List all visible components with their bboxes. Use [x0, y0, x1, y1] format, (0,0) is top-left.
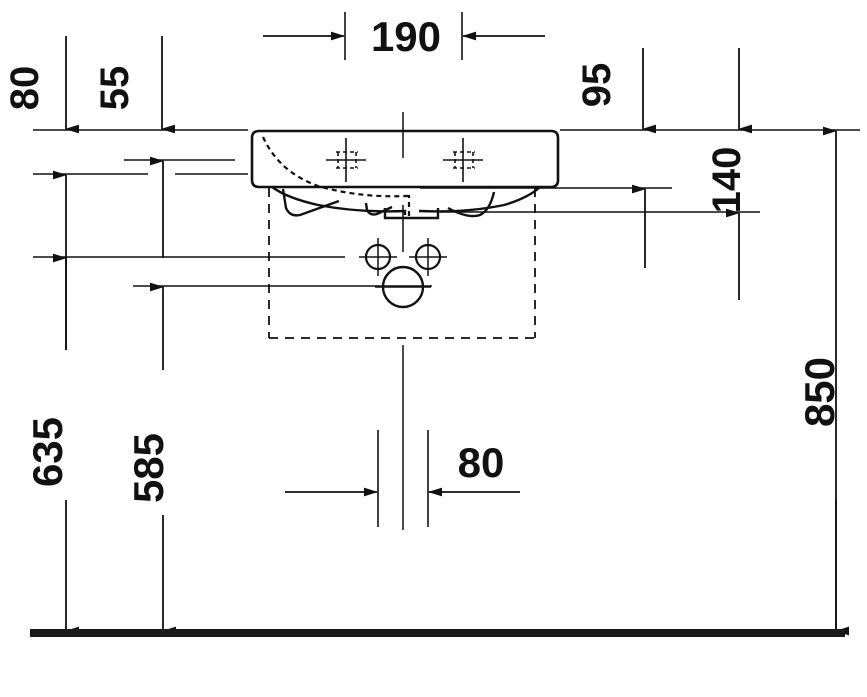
dimension-55-top-left: 55	[93, 36, 175, 134]
dimension-140-right: 140	[705, 48, 752, 300]
dimension-80-centre-label: 80	[458, 439, 505, 486]
basin-right-support	[447, 191, 496, 218]
dimension-140-label: 140	[705, 147, 749, 214]
dimension-585-label: 585	[125, 433, 172, 503]
basin-rim-outline	[250, 129, 560, 189]
dimension-95-top-right: 95	[575, 48, 656, 134]
basin-left-support	[281, 188, 340, 217]
supply-connections-group	[359, 238, 447, 276]
tap-hole-marks-group	[326, 138, 483, 182]
basin-bowl-underside-right	[418, 186, 541, 213]
dimension-635-bottom-left: 635	[24, 170, 79, 636]
dimension-190-top: 190	[263, 12, 545, 60]
washbasin-body	[250, 129, 560, 220]
dimension-55-top-left-label: 55	[93, 66, 137, 111]
installation-envelope-dashed	[268, 188, 536, 339]
dimension-635-label: 635	[24, 417, 71, 487]
basin-centre-left-leg	[364, 202, 393, 216]
dimension-190-top-label: 190	[371, 13, 441, 60]
dimension-850-far-right: 850	[796, 126, 849, 636]
basin-hidden-bowl-curve-2	[406, 194, 411, 216]
dimension-95-label: 95	[575, 63, 619, 108]
dimension-80-top-left-label: 80	[3, 66, 47, 111]
basin-hidden-bowl-curve	[261, 136, 407, 198]
drain-outlet-group	[375, 265, 431, 309]
dimension-585-bottom-left: 585	[125, 156, 176, 636]
drawing-layer: 80 55 190 95	[3, 12, 860, 637]
dimension-80-top-left: 80	[3, 36, 79, 134]
dimension-80-centre: 80	[285, 430, 520, 527]
dimension-850-label: 850	[796, 357, 843, 427]
basin-centre-pan	[383, 208, 440, 220]
